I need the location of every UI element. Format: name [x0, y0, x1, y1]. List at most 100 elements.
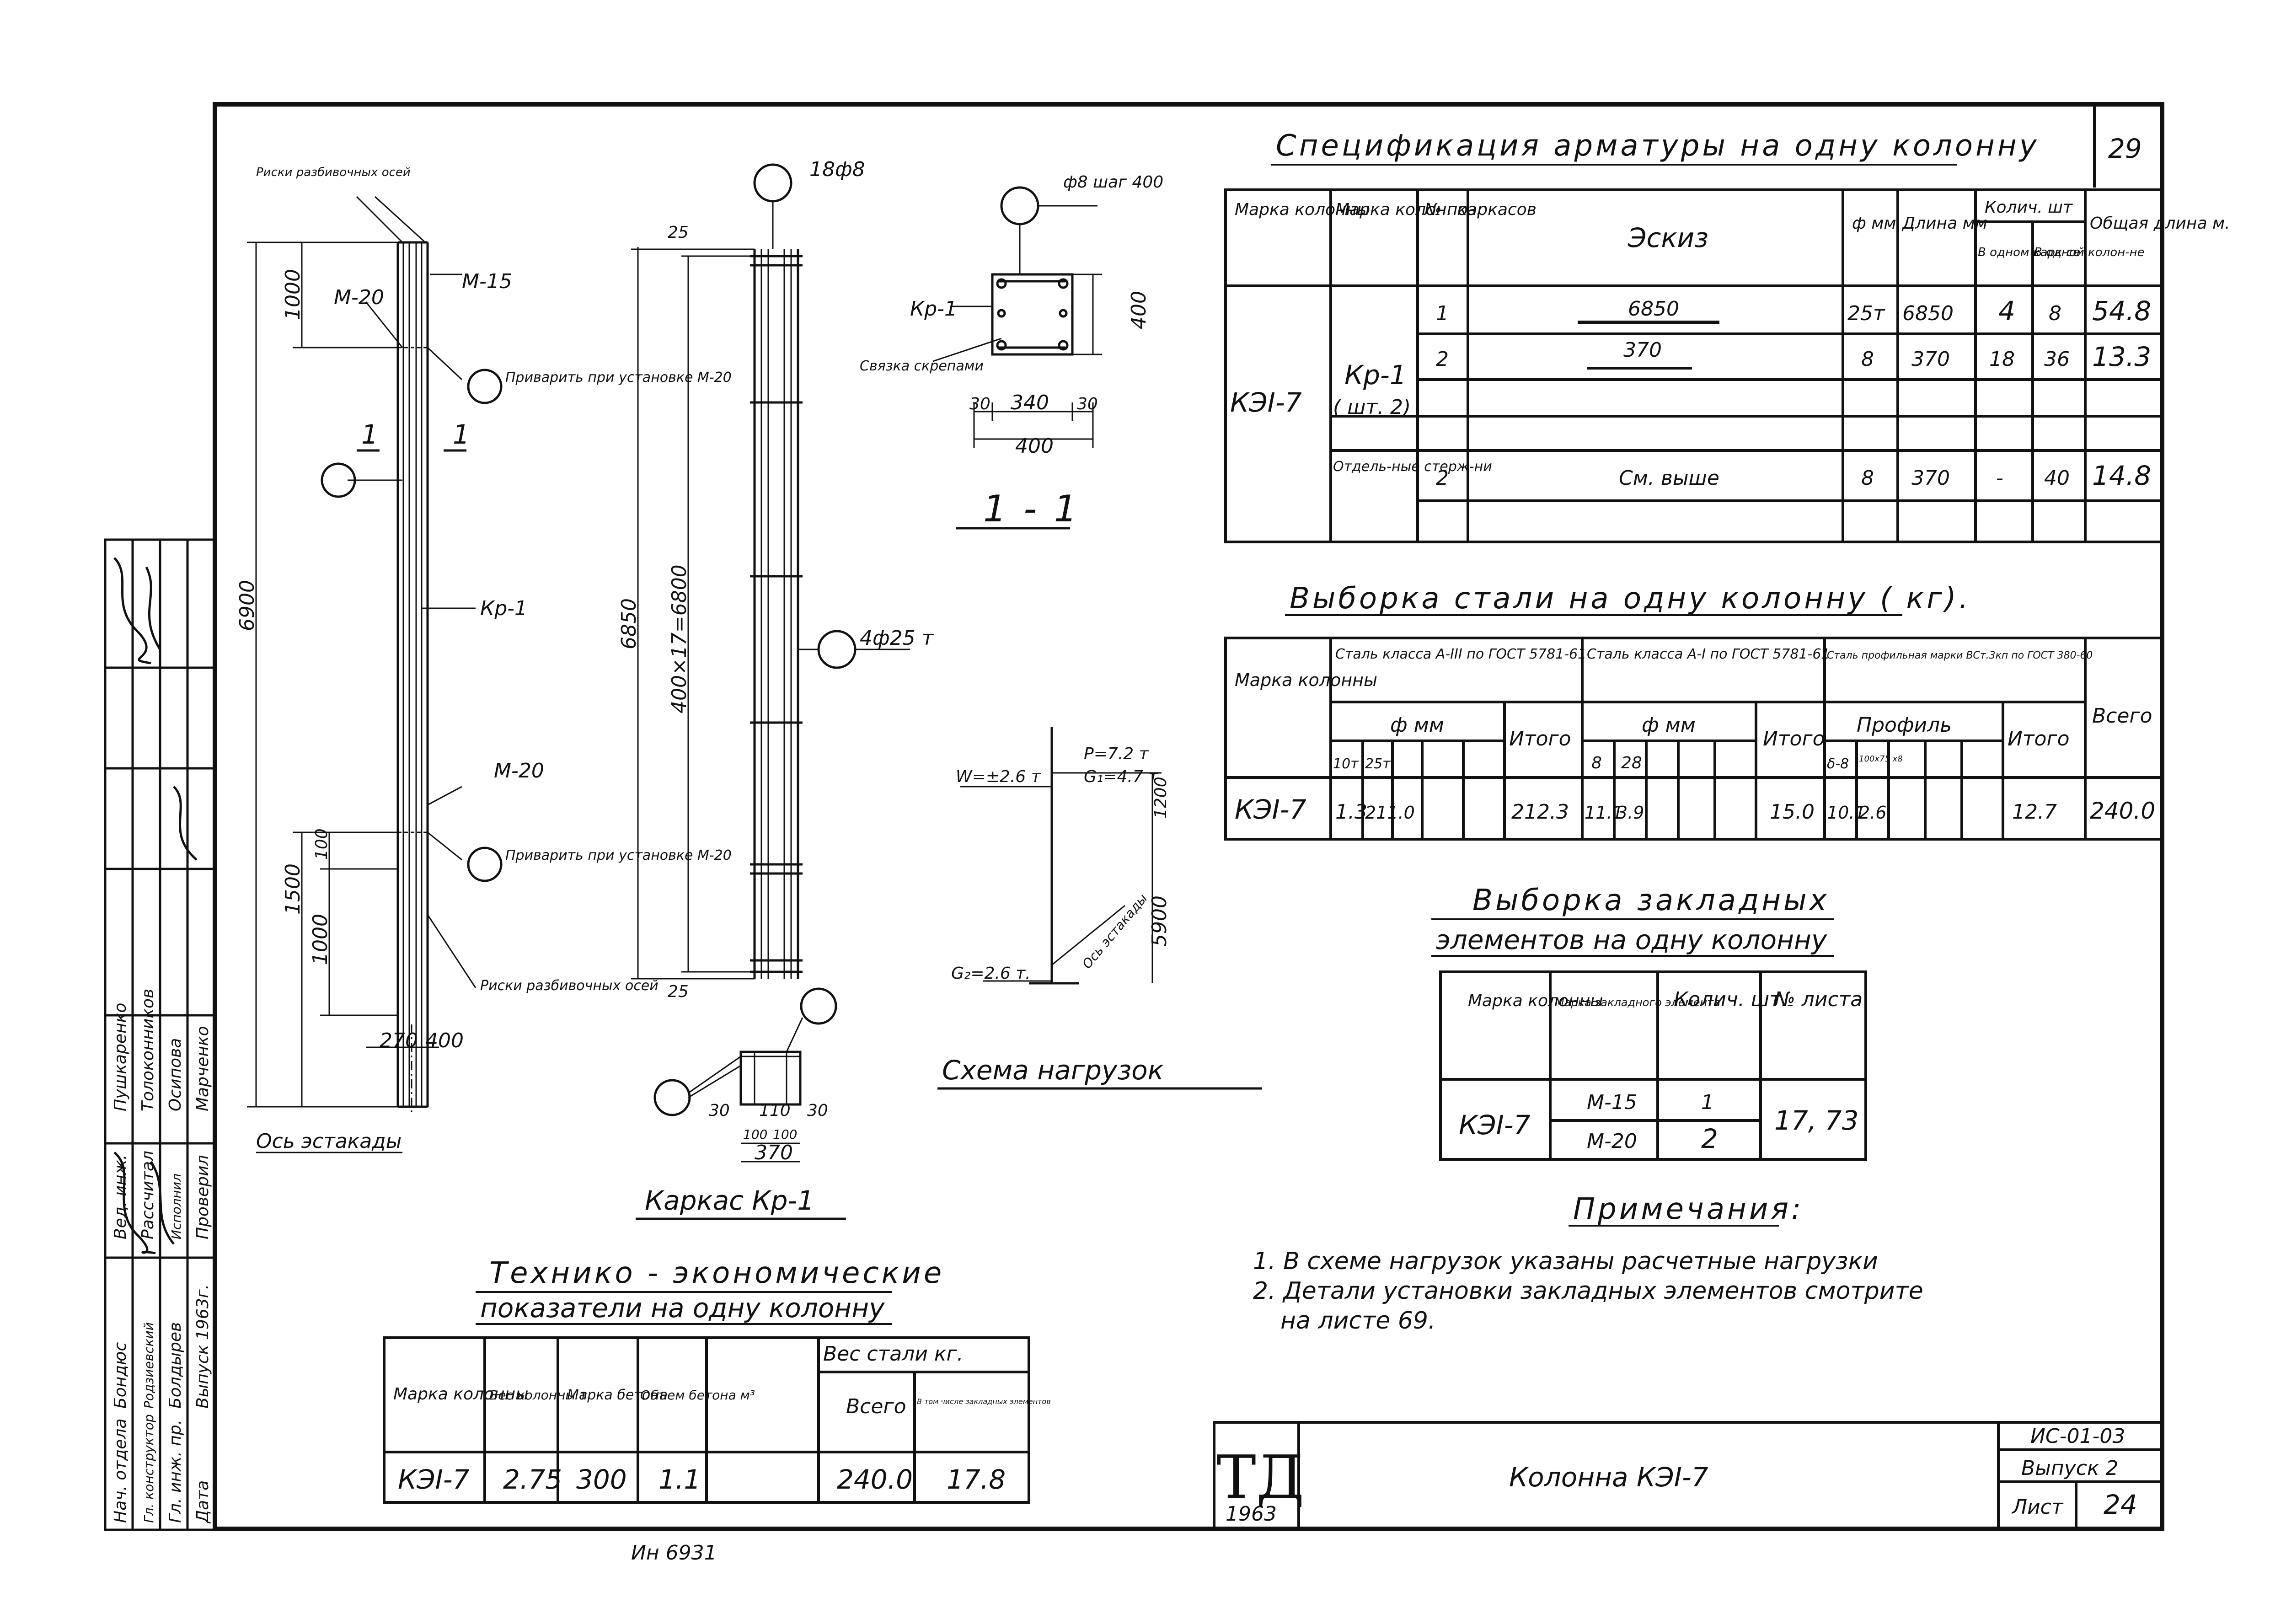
dim-400x17: 400×17=6800 [668, 564, 691, 713]
det-30b: 30 [807, 1101, 828, 1120]
steel-v2: 211.0 [1365, 803, 1415, 823]
spec-dia: 25т [1847, 302, 1885, 325]
embedded-h-elem: Марка закладного элемента [1555, 996, 1720, 1009]
load-p: P=7.2 т [1084, 745, 1149, 763]
spec-h-sketch: Эскиз [1628, 222, 1708, 253]
steel-v5: 10.1 [1827, 803, 1866, 823]
sec-dim-30a: 30 [969, 395, 990, 413]
spec-h-count: Колич. шт [1985, 198, 2073, 217]
titleblock-issue: Выпуск 2 [2021, 1457, 2118, 1480]
titleblock-logo: ТД [1216, 1442, 1304, 1512]
steel-v6: 2.6 [1859, 803, 1886, 823]
spec-total: 13.3 [2092, 341, 2151, 372]
load-g1: G₁=4.7 т [1084, 767, 1158, 786]
steel-h-profile: Профиль [1857, 713, 1952, 737]
section-mark-right: 1 [453, 419, 470, 450]
tech-h-steel: Вес стали кг. [823, 1342, 964, 1366]
steel-d1: 10т [1333, 756, 1359, 772]
sec-dim-400w: 400 [1015, 434, 1054, 458]
tech-title-2: показатели на одну колонну [480, 1292, 885, 1324]
load-axis: Ось эстакады [1079, 891, 1151, 971]
frame-detail [636, 987, 846, 1220]
load-g2: G₂=2.6 т. [951, 964, 1031, 983]
spec-pos: 1 [1436, 302, 1449, 325]
steel-h-total2: Итого [1763, 727, 1825, 750]
spec-h-length: Длина мм [1901, 214, 1987, 233]
spec-h-total-len: Общая длина м. [2090, 214, 2230, 233]
tech-concrete: 300 [576, 1464, 627, 1495]
embedded-sheet: 17, 73 [1774, 1105, 1858, 1136]
bottom-note: Ин 6931 [631, 1541, 717, 1565]
load-scheme [937, 727, 1262, 1090]
tech-all: 240.0 [837, 1464, 913, 1495]
label-axis: Ось эстакады [256, 1130, 402, 1153]
spec-sketch: 6850 [1628, 297, 1679, 321]
spec-column-mark: КЭI-7 [1230, 387, 1302, 418]
steel-d4: 28 [1621, 754, 1642, 772]
embedded-q1: 1 [1701, 1091, 1714, 1114]
stamp-role: Проверил [193, 1155, 212, 1239]
spec-one: 18 [1989, 348, 2015, 371]
sec-dim-400h: 400 [1127, 291, 1151, 329]
titleblock-year: 1963 [1226, 1502, 1277, 1526]
embedded-h-sheet: № листа [1773, 988, 1863, 1011]
spec-one: - [1996, 466, 2003, 490]
steel-d2: 25т [1365, 756, 1391, 772]
embedded-table [1439, 970, 1867, 1161]
titleblock-name: Колонна КЭI-7 [1509, 1462, 1708, 1493]
stamp-name: Родзиевский [141, 1322, 156, 1409]
spec-dia: 8 [1861, 466, 1874, 490]
load-5900: 5900 [1148, 895, 1171, 947]
column-elevation [247, 196, 503, 1153]
spec-row: 2 370 8 370 18 36 13.3 [1436, 338, 2151, 372]
spec-separate: Отдель-ные стерж-ни [1333, 459, 1492, 475]
load-w: W=±2.6 т [956, 767, 1041, 786]
spec-pos: 2 [1436, 466, 1449, 490]
stamp-role: Гл. конструктор [141, 1414, 156, 1523]
tech-h-all: Всего [846, 1395, 906, 1418]
steel-h-a3: Сталь класса А-III по ГОСТ 5781-61 [1335, 646, 1586, 662]
sec-pos2-label: ф8 шаг 400 [1063, 173, 1163, 192]
spec-col: 40 [2044, 466, 2070, 490]
load-title: Схема нагрузок [942, 1055, 1164, 1086]
titleblock-sheet-label: Лист [2011, 1495, 2064, 1519]
titleblock-sheet-no: 24 [2104, 1489, 2137, 1520]
embedded-e1: М-15 [1587, 1091, 1637, 1114]
label-pos1: 4ф25 т [860, 627, 934, 650]
steel-table [1224, 637, 2163, 841]
spec-one: 4 [1998, 295, 2015, 327]
approval-stamp [104, 538, 216, 1531]
spec-row: 1 6850 25т 6850 4 8 54.8 [1436, 295, 2151, 327]
stamp-name: Пушкаренко [111, 1003, 130, 1111]
spec-total: 14.8 [2092, 460, 2151, 491]
det-30a: 30 [709, 1101, 730, 1120]
label-weld-bot: Приварить при установке М-20 [505, 847, 732, 863]
embedded-mark: КЭI-7 [1459, 1109, 1531, 1141]
dim-25b: 25 [668, 982, 689, 1001]
spec-h-pos: № поз. [1424, 200, 1482, 219]
embedded-h-qty: Колич. шт. [1674, 988, 1788, 1011]
tech-h-volume: Объем бетона м³ [640, 1388, 755, 1403]
label-risks-top: Риски разбивочных осей [256, 166, 411, 179]
tech-h-weight: Вес колонны т [489, 1388, 587, 1403]
spec-col: 36 [2044, 348, 2070, 371]
dim-6850: 6850 [617, 598, 641, 649]
steel-h-all: Всего [2092, 704, 2152, 728]
steel-t1: 212.3 [1511, 800, 1569, 824]
det-110: 110 [759, 1101, 791, 1120]
tech-volume: 1.1 [659, 1464, 701, 1495]
spec-table [1224, 188, 2163, 543]
embedded-q2: 2 [1701, 1123, 1718, 1154]
tech-incl: 17.8 [947, 1464, 1006, 1495]
spec-sketch: 370 [1623, 338, 1662, 362]
spec-h-frame-mark: Марка колон. каркасов [1335, 200, 1537, 219]
tech-weight: 2.75 [503, 1464, 562, 1495]
spec-dia: 8 [1861, 348, 1874, 371]
det-100a: 100 [743, 1127, 767, 1142]
frame-elevation [631, 163, 910, 980]
spec-h-col-mark: Марка колонны [1235, 200, 1370, 219]
embedded-h-mark: Марка колонны [1468, 992, 1603, 1010]
steel-h-total3: Итого [2008, 727, 2070, 750]
steel-v3: 11.1 [1585, 803, 1623, 823]
